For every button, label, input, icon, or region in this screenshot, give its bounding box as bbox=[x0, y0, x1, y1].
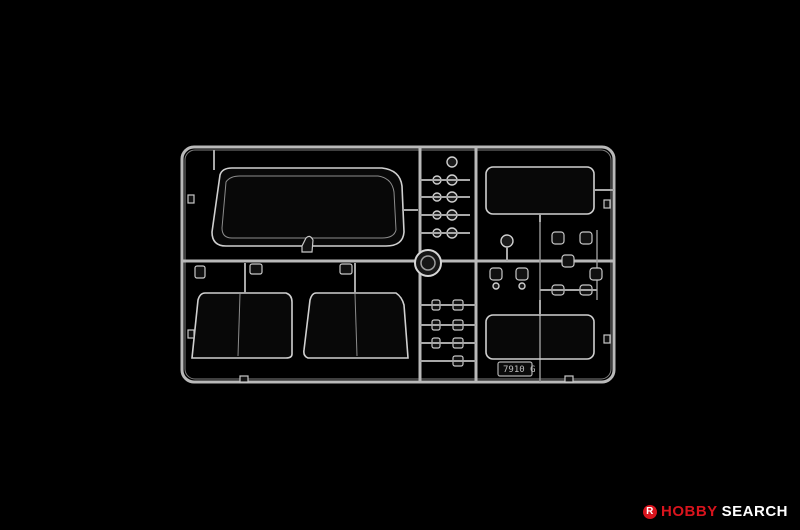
sprue-id-tag: 7910 G bbox=[497, 361, 536, 377]
small-parts-cluster bbox=[489, 231, 603, 296]
knob-parts-column bbox=[420, 156, 470, 239]
sprue-center-hub bbox=[414, 249, 442, 277]
registered-mark-icon: R bbox=[642, 504, 657, 519]
watermark-brand-hobby: HOBBY bbox=[660, 503, 718, 520]
side-window-right bbox=[303, 263, 409, 359]
small-clip-part bbox=[301, 235, 314, 253]
frame-pins bbox=[187, 194, 611, 383]
rear-window-upper bbox=[485, 166, 614, 222]
windshield-part bbox=[211, 150, 418, 247]
watermark-brand-search: SEARCH bbox=[721, 503, 788, 520]
rear-window-lower bbox=[485, 300, 595, 360]
side-window-left bbox=[191, 263, 293, 359]
hobbysearch-watermark: R HOBBY SEARCH bbox=[642, 503, 788, 520]
runner-tabs-left bbox=[194, 263, 353, 279]
clip-parts-column bbox=[420, 299, 476, 367]
sprue-tag-label: 7910 G bbox=[503, 365, 536, 375]
